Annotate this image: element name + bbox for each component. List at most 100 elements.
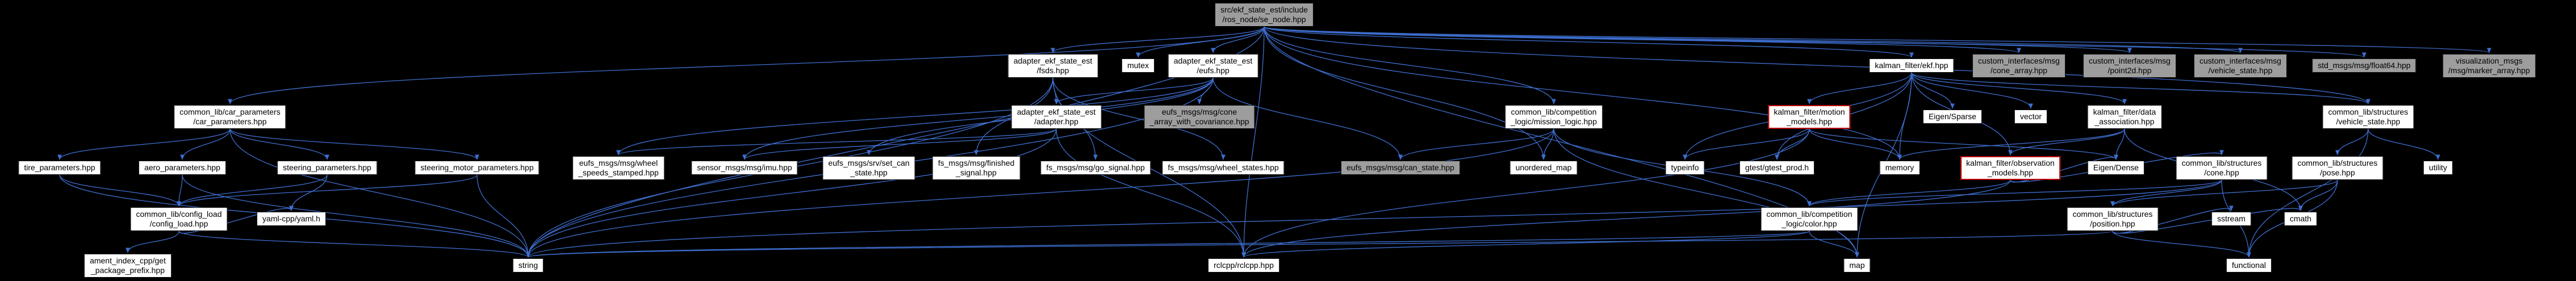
graph-node-car-params[interactable]: common_lib/car_parameters/car_parameters… bbox=[174, 105, 286, 129]
graph-node-finished-signal[interactable]: fs_msgs/msg/finished_signal.hpp bbox=[932, 156, 1021, 180]
node-label-line: mutex bbox=[1127, 61, 1149, 70]
graph-node-memory[interactable]: memory bbox=[1879, 161, 1920, 175]
include-edge-motion_models-to-typeinfo bbox=[1683, 128, 1810, 160]
node-label-line: adapter_ekf_state_est bbox=[1173, 56, 1253, 65]
graph-node-ci-point2d[interactable]: custom_interfaces/msg/point2d.hpp bbox=[2083, 54, 2176, 78]
include-edge-color_hpp-to-map bbox=[1809, 230, 1859, 258]
include-edge-adapter_hpp-to-wheel_speeds bbox=[616, 128, 1057, 156]
graph-node-obs-models[interactable]: kalman_filter/observation_models.hpp bbox=[1960, 156, 2060, 180]
graph-node-gtest-prod[interactable]: gtest/gtest_prod.h bbox=[1739, 161, 1815, 175]
include-edge-cls_cone-to-color_hpp bbox=[1807, 179, 2222, 207]
graph-node-can-state[interactable]: eufs_msgs/msg/can_state.hpp bbox=[1341, 161, 1460, 175]
node-label-line: /pose.hpp bbox=[2320, 168, 2355, 177]
include-edge-aero_params-to-string bbox=[182, 174, 530, 258]
graph-node-mission-logic[interactable]: common_lib/competition_logic/mission_log… bbox=[1505, 105, 1603, 129]
graph-node-cls-pose[interactable]: common_lib/structures/pose.hpp bbox=[2291, 156, 2383, 180]
graph-node-eigen-sparse[interactable]: Eigen/Sparse bbox=[1922, 110, 1983, 124]
graph-node-rclcpp[interactable]: rclcpp/rclcpp.hpp bbox=[1208, 258, 1279, 272]
graph-node-tire-params[interactable]: tire_parameters.hpp bbox=[18, 161, 101, 175]
graph-node-wheel-speeds[interactable]: eufs_msgs/msg/wheel_speeds_stamped.hpp bbox=[572, 156, 664, 180]
node-label-line: _models.hpp bbox=[1786, 117, 1833, 126]
node-label-line: _state.hpp bbox=[850, 168, 888, 177]
graph-node-adapter-fsds[interactable]: adapter_ekf_state_est/fsds.hpp bbox=[1007, 54, 1098, 78]
include-edge-cls_position-to-sstream bbox=[2112, 205, 2234, 234]
node-label-line: _package_prefix.hpp bbox=[91, 266, 165, 275]
node-label-line: gtest/gtest_prod.h bbox=[1745, 163, 1809, 172]
graph-node-motion-models[interactable]: kalman_filter/motion_models.hpp bbox=[1768, 105, 1851, 129]
include-edge-obs_models-to-color_hpp bbox=[1807, 179, 2011, 207]
node-label-line: _models.hpp bbox=[1987, 168, 2034, 177]
graph-node-cmath[interactable]: cmath bbox=[2284, 212, 2318, 226]
include-edge-adapter_eufs-to-adapter_hpp bbox=[1054, 77, 1214, 104]
node-label-line: _speeds_stamped.hpp bbox=[578, 168, 659, 177]
graph-node-utility[interactable]: utility bbox=[2423, 161, 2453, 175]
graph-node-config-load[interactable]: common_lib/config_load/config_load.hpp bbox=[130, 207, 228, 231]
graph-node-cls-cone[interactable]: common_lib/structures/cone.hpp bbox=[2176, 156, 2268, 180]
node-label-line: kalman_filter/observation bbox=[1966, 158, 2055, 167]
include-edge-car_params-to-steering_params bbox=[229, 128, 329, 160]
node-label-line: _array_with_covariance.hpp bbox=[1149, 117, 1249, 126]
graph-node-eufs-cone-cov[interactable]: eufs_msgs/msg/cone_array_with_covariance… bbox=[1144, 105, 1255, 129]
include-edge-motion_models-to-memory bbox=[1809, 128, 1902, 160]
graph-node-ekf-hpp[interactable]: kalman_filter/ekf.hpp bbox=[1869, 58, 1954, 73]
graph-node-ci-cone-array[interactable]: custom_interfaces/msg/cone_array.hpp bbox=[1972, 54, 2065, 78]
graph-node-eigen-dense[interactable]: Eigen/Dense bbox=[2087, 161, 2145, 175]
graph-node-se-node[interactable]: src/ekf_state_est/include/ros_node/se_no… bbox=[1214, 3, 1314, 27]
include-edge-tire_params-to-config_load bbox=[59, 174, 181, 207]
include-edge-cls_pose-to-cls_position bbox=[2110, 179, 2338, 207]
include-edge-data_assoc-to-obs_models bbox=[2008, 128, 2125, 156]
node-label-line: sensor_msgs/msg/imu.hpp bbox=[697, 163, 792, 172]
graph-node-functional[interactable]: functional bbox=[2226, 258, 2272, 272]
include-edge-mission_logic-to-string bbox=[526, 128, 1554, 258]
include-edge-se_node-to-viz_marker bbox=[1264, 26, 2491, 53]
graph-node-set-can-state[interactable]: eufs_msgs/srv/set_can_state.hpp bbox=[822, 156, 915, 180]
include-edge-obs_models-to-rclcpp bbox=[1241, 179, 2011, 258]
graph-node-typeinfo[interactable]: typeinfo bbox=[1665, 161, 1705, 175]
include-edge-aero_params-to-config_load bbox=[177, 174, 183, 207]
node-label-line: _logic/color.hpp bbox=[1782, 219, 1837, 228]
graph-node-vector[interactable]: vector bbox=[2014, 110, 2048, 124]
node-label-line: std_msgs/msg/float64.hpp bbox=[2318, 61, 2411, 70]
graph-node-std-float64[interactable]: std_msgs/msg/float64.hpp bbox=[2312, 58, 2416, 73]
graph-node-ament[interactable]: ament_index_cpp/get_package_prefix.hpp bbox=[84, 254, 172, 278]
graph-node-data-assoc[interactable]: kalman_filter/data_association.hpp bbox=[2087, 105, 2162, 129]
graph-node-aero-params[interactable]: aero_parameters.hpp bbox=[139, 161, 226, 175]
graph-node-viz-marker[interactable]: visualization_msgs/msg/marker_array.hpp bbox=[2443, 54, 2536, 78]
graph-node-go-signal[interactable]: fs_msgs/msg/go_signal.hpp bbox=[1040, 161, 1151, 175]
node-label-line: typeinfo bbox=[1671, 163, 1699, 172]
graph-node-adapter-hpp[interactable]: adapter_ekf_state_est/adapter.hpp bbox=[1011, 105, 1102, 129]
graph-node-mutex[interactable]: mutex bbox=[1121, 58, 1155, 73]
graph-node-adapter-eufs[interactable]: adapter_ekf_state_est/eufs.hpp bbox=[1168, 54, 1258, 78]
include-edge-car_params-to-string bbox=[229, 128, 530, 258]
graph-node-imu[interactable]: sensor_msgs/msg/imu.hpp bbox=[691, 161, 798, 175]
graph-node-wheel-states[interactable]: fs_msgs/msg/wheel_states.hpp bbox=[1162, 161, 1285, 175]
graph-node-sstream[interactable]: sstream bbox=[2211, 212, 2251, 226]
node-label-line: /vehicle_state.hpp bbox=[2336, 117, 2401, 126]
node-label-line: functional bbox=[2232, 261, 2266, 270]
include-edge-adapter_eufs-to-wheel_speeds bbox=[616, 77, 1214, 156]
graph-node-cls-vehicle-state[interactable]: common_lib/structures/vehicle_state.hpp bbox=[2322, 105, 2414, 129]
graph-node-ci-vehicle-state[interactable]: custom_interfaces/msg/vehicle_state.hpp bbox=[2194, 54, 2287, 78]
graph-node-cls-position[interactable]: common_lib/structures/position.hpp bbox=[2067, 207, 2159, 231]
include-edge-se_node-to-unordered_map bbox=[1264, 26, 1546, 160]
graph-node-steering-params[interactable]: steering_parameters.hpp bbox=[277, 161, 377, 175]
graph-node-map[interactable]: map bbox=[1843, 258, 1871, 272]
node-label-line: /position.hpp bbox=[2090, 219, 2135, 228]
include-edge-se_node-to-ekf_hpp bbox=[1264, 26, 1914, 58]
include-edge-mission_logic-to-unordered_map bbox=[1541, 128, 1554, 160]
include-edge-cls_vehicle_state-to-cls_pose bbox=[2335, 128, 2369, 156]
node-label-line: common_lib/competition bbox=[1511, 107, 1597, 116]
node-label-line: fs_msgs/msg/finished bbox=[938, 158, 1015, 167]
include-edge-se_node-to-mission_logic bbox=[1264, 26, 1556, 104]
include-edge-se_node-to-cls_vehicle_state bbox=[1264, 26, 2370, 104]
node-label-line: tire_parameters.hpp bbox=[24, 163, 95, 172]
include-edge-color_hpp-to-rclcpp bbox=[1241, 230, 1810, 258]
node-label-line: custom_interfaces/msg bbox=[2199, 56, 2281, 65]
graph-node-unordered-map[interactable]: unordered_map bbox=[1509, 161, 1578, 175]
graph-node-color-hpp[interactable]: common_lib/competition_logic/color.hpp bbox=[1760, 207, 1858, 231]
node-label-line: kalman_filter/data bbox=[2093, 107, 2156, 116]
graph-node-string[interactable]: string bbox=[512, 258, 544, 272]
graph-node-steering-motor-params[interactable]: steering_motor_parameters.hpp bbox=[415, 161, 540, 175]
graph-node-yaml[interactable]: yaml-cpp/yaml.h bbox=[257, 212, 326, 226]
